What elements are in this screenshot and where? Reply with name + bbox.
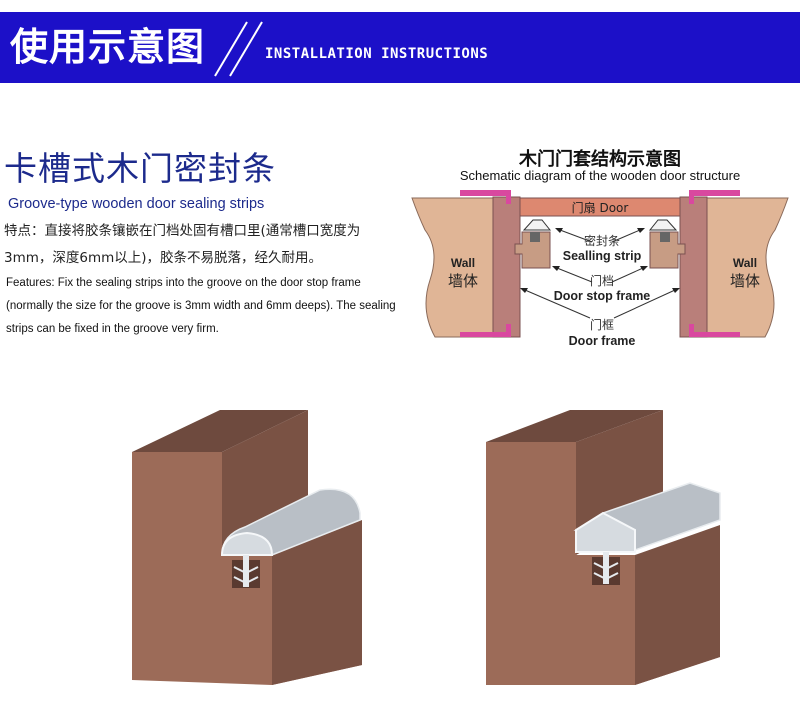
door-frame-label-en: Door frame — [569, 334, 636, 348]
schematic-title-en: Schematic diagram of the wooden door str… — [459, 168, 741, 183]
product-title-en: Groove-type wooden door sealing strips — [8, 196, 265, 212]
double-slash-icon — [214, 21, 263, 77]
header-title: 使用示意图 — [10, 25, 206, 69]
schematic-drawing: 门扇 Door Wall 墙体 Wall 墙体 密封条 Sealling str… — [411, 190, 789, 348]
header-subtitle: INSTALLATION INSTRUCTIONS — [265, 46, 489, 62]
wall-right-label-cn: 墙体 — [730, 272, 760, 290]
door-frame-label-cn: 门框 — [590, 317, 614, 332]
door-stop-label-cn: 门档 — [590, 273, 614, 288]
schematic-title-cn: 木门门套结构示意图 — [519, 149, 681, 170]
product-title-cn: 卡槽式木门密封条 — [4, 149, 276, 188]
sealing-strip-label-en: Sealling strip — [563, 249, 642, 263]
wall-left-label-cn: 墙体 — [448, 272, 478, 290]
door-stop-label-en: Door stop frame — [554, 289, 651, 303]
door-label: 门扇 Door — [572, 200, 629, 215]
product-intro: 卡槽式木门密封条 Groove-type wooden door sealing… — [4, 150, 404, 341]
sealing-strip-label-cn: 密封条 — [584, 233, 620, 248]
features-cn: 特点：直接将胶条镶嵌在门档处固有槽口里(通常槽口宽度为3mm，深度6mm以上)，… — [4, 223, 361, 266]
wall-right-label-en: Wall — [733, 256, 757, 270]
features-en: Features: Fix the sealing strips into th… — [6, 277, 396, 335]
wall-left-label-en: Wall — [451, 256, 475, 270]
header-banner: 使用示意图 INSTALLATION INSTRUCTIONS — [0, 12, 800, 83]
peaked-top-strip-illustration — [486, 410, 721, 685]
round-top-strip-illustration — [132, 410, 362, 685]
door-structure-schematic: 木门门套结构示意图 Schematic diagram of the woode… — [400, 140, 800, 360]
